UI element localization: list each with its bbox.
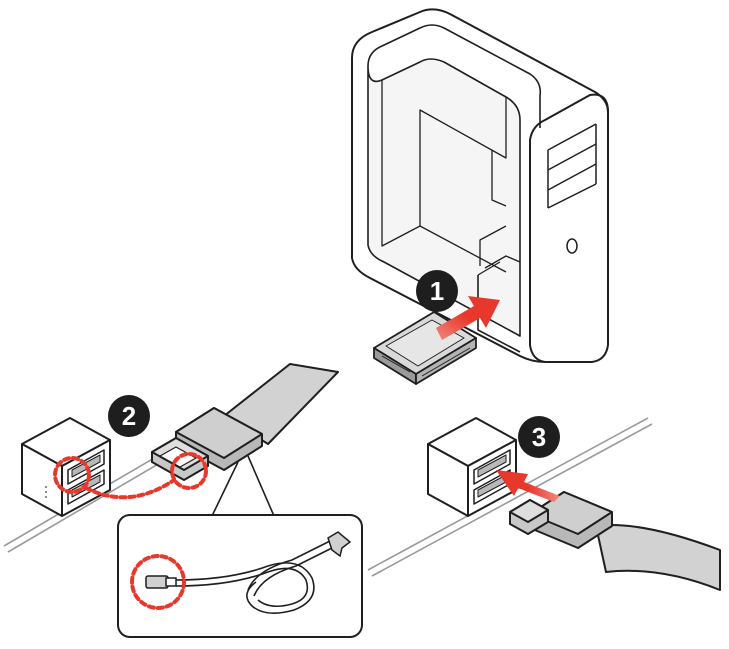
callout-leader — [211, 455, 275, 517]
svg-text:2: 2 — [122, 401, 136, 431]
step-1-badge: 1 — [416, 270, 458, 312]
dotted-circle-icon — [53, 452, 208, 500]
sata-port-icon — [427, 417, 517, 517]
step-3-badge: 3 — [518, 416, 560, 458]
svg-text:3: 3 — [532, 422, 546, 452]
insert-arrow-icon — [496, 470, 560, 502]
sata-cable-left — [151, 363, 339, 481]
cable-detail-callout — [117, 514, 363, 638]
sata-cable-right — [509, 491, 721, 591]
insert-arrow-icon — [436, 296, 500, 340]
svg-text:1: 1 — [430, 276, 444, 306]
sata-port-icon — [21, 417, 111, 517]
step-2-badge: 2 — [108, 395, 150, 437]
pc-case-icon — [351, 8, 609, 363]
